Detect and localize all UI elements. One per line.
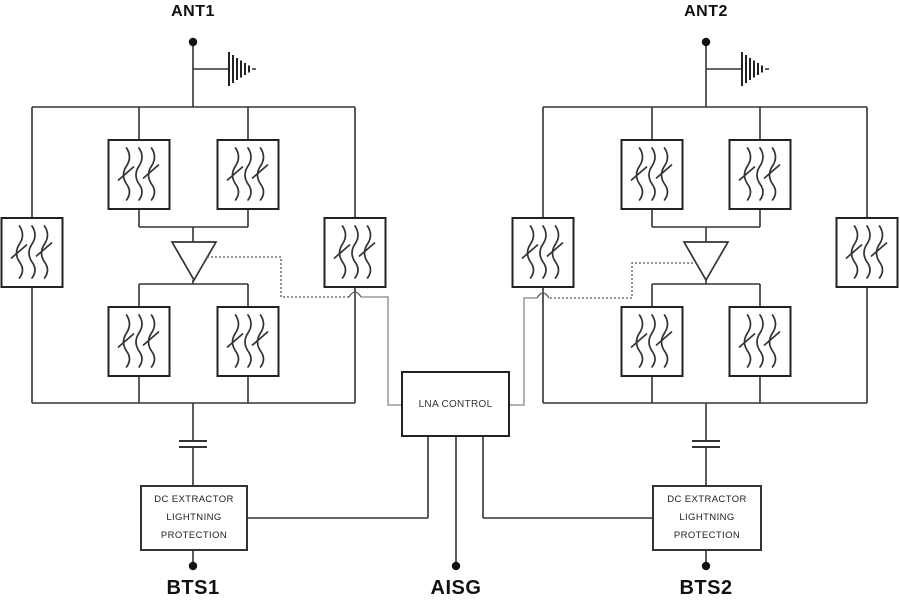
bandpass-filter-icon bbox=[728, 306, 792, 377]
dc-block-capacitor-icon bbox=[178, 440, 208, 448]
lna-amplifier-icon bbox=[682, 241, 730, 282]
dc-extractor-block-bts2: DC EXTRACTOR LIGHTNING PROTECTION bbox=[652, 485, 762, 551]
bandpass-filter-icon bbox=[511, 217, 575, 288]
right-control-wire bbox=[510, 297, 537, 406]
port-terminals bbox=[188, 37, 711, 571]
wire-crossover-hop bbox=[536, 292, 550, 299]
lna-control-label: LNA CONTROL bbox=[418, 398, 493, 410]
right-antenna-circuit bbox=[511, 46, 899, 562]
right-amp-control-dotted-wire bbox=[549, 262, 697, 299]
left-antenna-circuit bbox=[0, 46, 387, 562]
bandpass-filter-icon bbox=[216, 306, 280, 377]
bandpass-filter-icon bbox=[620, 306, 684, 377]
bandpass-filter-icon bbox=[0, 217, 64, 288]
bandpass-filter-icon bbox=[107, 139, 171, 210]
bts2-port-dot bbox=[701, 561, 711, 571]
dc-extractor-block-bts1: DC EXTRACTOR LIGHTNING PROTECTION bbox=[140, 485, 248, 551]
bts2-port-label: BTS2 bbox=[679, 577, 733, 599]
ant2-port-dot bbox=[701, 37, 711, 47]
dc-extractor-line: PROTECTION bbox=[673, 530, 741, 541]
lna-amplifier-icon bbox=[170, 241, 218, 282]
bandpass-filter-icon bbox=[620, 139, 684, 210]
dc-extractor-line: LIGHTNING bbox=[166, 512, 222, 523]
bandpass-filter-icon bbox=[107, 306, 171, 377]
aisg-port-dot bbox=[451, 561, 461, 571]
surge-arrester-ground-icon bbox=[741, 51, 770, 87]
aisg-port-label: AISG bbox=[430, 577, 482, 599]
left-control-wire bbox=[361, 296, 401, 406]
wire-crossover-hop bbox=[348, 291, 362, 298]
lna-control-block: LNA CONTROL bbox=[401, 371, 510, 437]
lna-control-bus-wires bbox=[248, 437, 652, 562]
dc-block-capacitor-icon bbox=[691, 440, 721, 448]
dc-extractor-line: DC EXTRACTOR bbox=[154, 494, 234, 505]
right-circuit-wires bbox=[542, 46, 868, 562]
surge-arrester-ground-icon bbox=[228, 51, 257, 87]
control-connections bbox=[207, 256, 697, 562]
dc-extractor-line: PROTECTION bbox=[160, 530, 228, 541]
dc-extractor-line: LIGHTNING bbox=[679, 512, 735, 523]
bandpass-filter-icon bbox=[323, 217, 387, 288]
bandpass-filter-icon bbox=[728, 139, 792, 210]
bts1-port-dot bbox=[188, 561, 198, 571]
ant1-port-dot bbox=[188, 37, 198, 47]
left-amp-control-dotted-wire bbox=[207, 256, 349, 298]
dc-extractor-line: DC EXTRACTOR bbox=[667, 494, 747, 505]
left-circuit-wires bbox=[31, 46, 356, 562]
bts1-port-label: BTS1 bbox=[166, 577, 220, 599]
bandpass-filter-icon bbox=[835, 217, 899, 288]
ant1-port-label: ANT1 bbox=[171, 3, 215, 20]
ant2-port-label: ANT2 bbox=[684, 3, 728, 20]
bandpass-filter-icon bbox=[216, 139, 280, 210]
